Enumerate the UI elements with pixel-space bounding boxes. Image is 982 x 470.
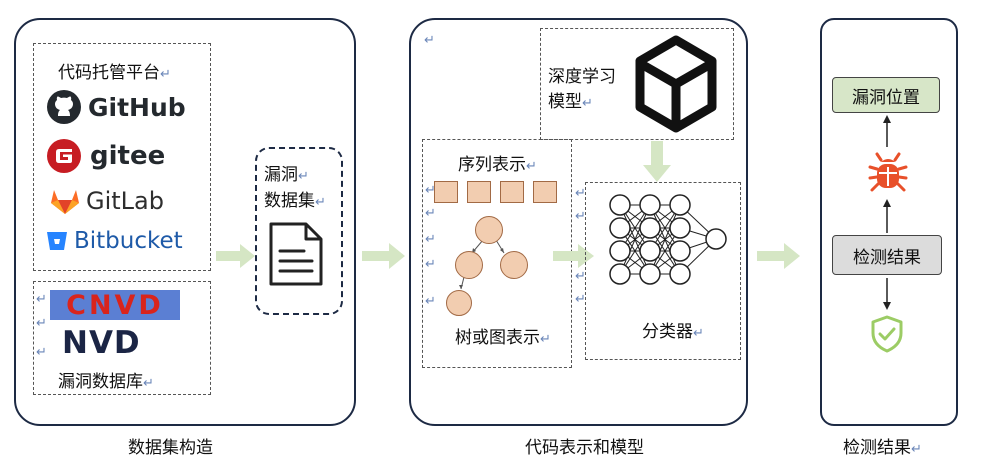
detection-result-label: 检测结果: [853, 247, 921, 268]
github-logo: GitHub: [46, 89, 186, 125]
flow-arrow: [757, 243, 800, 269]
gitlab-icon: [51, 190, 79, 214]
neural-network-icon: [609, 194, 727, 285]
code-hosting-platforms-box: [33, 43, 211, 271]
network-neuron: [669, 263, 691, 285]
network-neuron: [669, 194, 691, 216]
network-neuron: [609, 217, 631, 239]
tree-node: [446, 290, 472, 316]
vulnerability-location-box: 漏洞位置: [832, 77, 940, 113]
network-edge: [649, 204, 681, 275]
deep-learning-model-box: [540, 28, 734, 140]
tree-node: [455, 251, 483, 279]
gitlab-wordmark: GitLab: [86, 187, 164, 215]
vulnerability-database-box: [33, 281, 211, 395]
github-icon: [47, 90, 81, 124]
return-mark: ↵: [36, 316, 47, 331]
classifier-box: [585, 182, 741, 360]
network-neuron: [639, 194, 661, 216]
down-arrow: [883, 278, 891, 310]
up-arrow: [883, 199, 891, 233]
gitee-icon: [47, 139, 81, 173]
document-icon: [269, 222, 323, 286]
tree-node: [500, 251, 528, 279]
sequence-token: [533, 181, 557, 203]
return-mark: ↵: [575, 209, 586, 224]
network-neuron: [669, 240, 691, 262]
return-mark: ↵: [425, 206, 436, 221]
classifier-label: 分类器↵: [642, 322, 704, 342]
network-edge: [619, 204, 651, 275]
flow-arrow: [362, 243, 405, 269]
gitlab-logo: GitLab: [50, 187, 164, 215]
network-neuron: [609, 194, 631, 216]
return-mark: ↵: [575, 292, 586, 307]
network-neuron: [705, 228, 727, 250]
return-mark: ↵: [425, 257, 436, 272]
network-neuron: [639, 263, 661, 285]
shield-check-icon: [871, 315, 903, 353]
return-mark: ↵: [575, 186, 586, 201]
vulnerability-dataset-box: [255, 147, 343, 315]
vulnerability-location-label: 漏洞位置: [852, 87, 920, 108]
sequence-token: [500, 181, 524, 203]
sequence-token: [467, 181, 491, 203]
return-mark: ↵: [425, 183, 436, 198]
cnvd-logo: CNVD: [50, 289, 180, 321]
tree-node: [475, 216, 503, 244]
dataset-construction-caption: 数据集构造: [128, 438, 213, 458]
return-mark: ↵: [425, 232, 436, 247]
network-neuron: [609, 263, 631, 285]
nvd-wordmark: NVD: [62, 325, 141, 361]
network-neuron: [639, 217, 661, 239]
github-wordmark: GitHub: [88, 92, 186, 122]
flow-arrow: [643, 141, 671, 182]
code-representation-model-caption: 代码表示和模型: [525, 438, 644, 458]
flow-arrow: [216, 244, 255, 268]
network-neuron: [609, 240, 631, 262]
code-representation-model-panel: [409, 18, 748, 426]
return-mark: ↵: [424, 33, 435, 48]
nvd-logo: NVD: [62, 325, 141, 361]
tree-graph-representation-label: 树或图表示↵: [455, 328, 551, 348]
bitbucket-wordmark: Bitbucket: [74, 228, 183, 254]
vulnerability-dataset-label: 漏洞↵ 数据集↵: [264, 165, 326, 211]
gitee-logo: gitee: [46, 138, 165, 174]
deep-learning-model-label: 深度学习 模型↵: [548, 67, 616, 112]
gitee-wordmark: gitee: [90, 141, 166, 171]
vulnerability-database-label: 漏洞数据库↵: [58, 372, 154, 392]
detection-result-box: 检测结果: [832, 235, 942, 275]
bitbucket-logo: Bitbucket: [46, 228, 183, 254]
sequence-representation-label: 序列表示↵: [458, 155, 537, 175]
return-mark: ↵: [425, 294, 436, 309]
flow-arrow: [553, 244, 594, 268]
bitbucket-icon: [47, 232, 67, 250]
unity-cube-icon: [635, 35, 717, 133]
dataset-construction-panel: [14, 18, 356, 426]
code-hosting-platforms-title: 代码托管平台↵: [58, 63, 171, 83]
cnvd-wordmark: CNVD: [66, 289, 164, 321]
return-mark: ↵: [575, 269, 586, 284]
detection-result-caption: 检测结果↵: [843, 438, 922, 458]
return-mark: ↵: [36, 345, 47, 360]
network-neuron: [639, 240, 661, 262]
return-mark: ↵: [36, 292, 47, 307]
network-neuron: [669, 217, 691, 239]
sequence-token: [434, 181, 458, 203]
up-arrow: [883, 115, 891, 147]
bug-icon: [868, 152, 908, 192]
